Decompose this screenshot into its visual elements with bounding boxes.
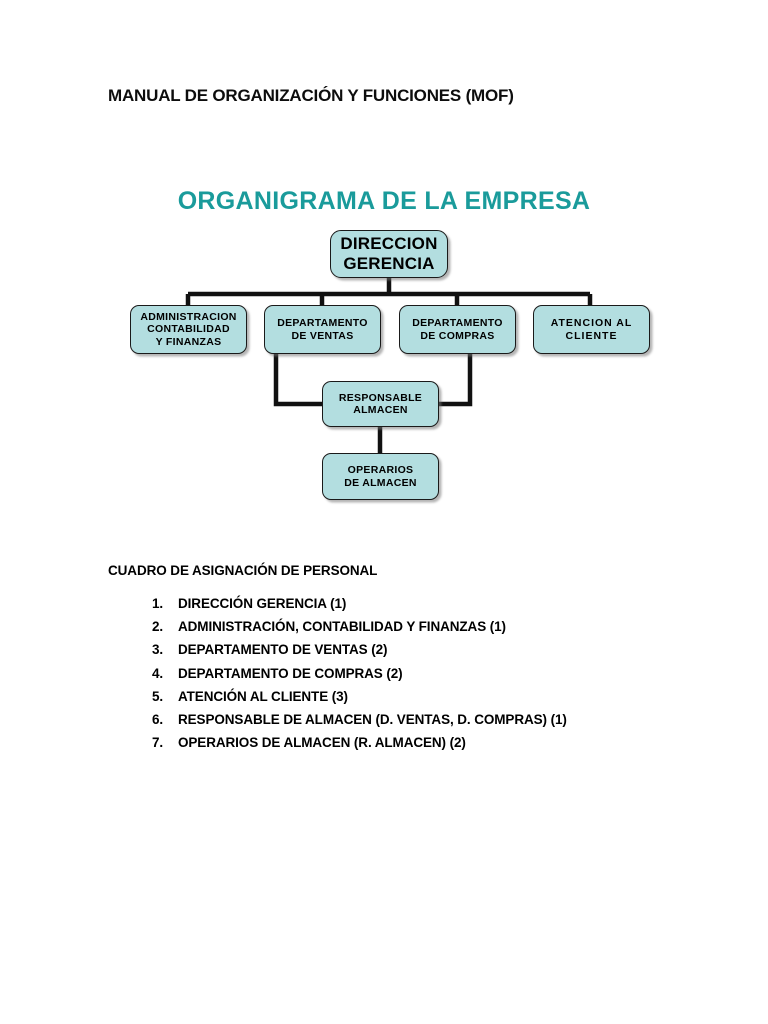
node-responsable-almacen[interactable]: RESPONSABLE ALMACEN: [322, 381, 439, 427]
list-item: 5. ATENCIÓN AL CLIENTE (3): [152, 689, 567, 712]
org-chart: ORGANIGRAMA DE LA EMPRESA DIRECCION GERE…: [130, 187, 650, 500]
node-administracion-contabilidad-finanzas[interactable]: ADMINISTRACION CONTABILIDAD Y FINANZAS: [130, 305, 247, 354]
org-chart-heading: ORGANIGRAMA DE LA EMPRESA: [177, 187, 591, 215]
node-departamento-de-ventas[interactable]: DEPARTAMENTO DE VENTAS: [264, 305, 381, 354]
node-label: ADMINISTRACION CONTABILIDAD Y FINANZAS: [140, 310, 237, 348]
list-item-number: 6.: [152, 711, 164, 727]
node-label: ATENCION AL CLIENTE: [550, 317, 633, 342]
list-item-label: ADMINISTRACIÓN, CONTABILIDAD Y FINANZAS …: [178, 619, 506, 635]
list-item: 3. DEPARTAMENTO DE VENTAS (2): [152, 642, 567, 665]
list-item-number: 5.: [152, 688, 164, 704]
list-item: 2. ADMINISTRACIÓN, CONTABILIDAD Y FINANZ…: [152, 619, 567, 642]
list-item-label: ATENCIÓN AL CLIENTE (3): [178, 688, 348, 704]
connector-ventas-responsable: [273, 354, 324, 407]
node-departamento-de-compras[interactable]: DEPARTAMENTO DE COMPRAS: [399, 305, 516, 354]
list-item: 4. DEPARTAMENTO DE COMPRAS (2): [152, 666, 567, 689]
node-label: RESPONSABLE ALMACEN: [338, 391, 423, 416]
list-item-label: OPERARIOS DE ALMACEN (R. ALMACEN) (2): [178, 735, 466, 751]
personnel-list: 1. DIRECCIÓN GERENCIA (1) 2. ADMINISTRAC…: [152, 596, 567, 758]
list-item-number: 3.: [152, 642, 164, 658]
node-atencion-al-cliente[interactable]: ATENCION AL CLIENTE: [533, 305, 650, 354]
list-item: 7. OPERARIOS DE ALMACEN (R. ALMACEN) (2): [152, 735, 567, 758]
node-operarios-de-almacen[interactable]: OPERARIOS DE ALMACEN: [322, 453, 439, 500]
list-item-number: 2.: [152, 619, 164, 635]
list-item: 6. RESPONSABLE DE ALMACEN (D. VENTAS, D.…: [152, 712, 567, 735]
list-item-number: 1.: [152, 596, 164, 611]
node-label: DEPARTAMENTO DE VENTAS: [277, 317, 368, 342]
node-label: OPERARIOS DE ALMACEN: [344, 464, 417, 489]
org-chart-connectors: [185, 278, 593, 454]
connector-compras-responsable: [437, 354, 473, 407]
list-item-number: 7.: [152, 735, 164, 751]
list-item-number: 4.: [152, 665, 164, 681]
list-item-label: RESPONSABLE DE ALMACEN (D. VENTAS, D. CO…: [178, 711, 567, 727]
list-item-label: DEPARTAMENTO DE VENTAS (2): [178, 642, 388, 658]
page-title: MANUAL DE ORGANIZACIÓN Y FUNCIONES (MOF): [108, 86, 514, 105]
list-item: 1. DIRECCIÓN GERENCIA (1): [152, 596, 567, 619]
node-label: DIRECCION GERENCIA: [340, 233, 438, 273]
list-item-label: DEPARTAMENTO DE COMPRAS (2): [178, 665, 403, 681]
node-label: DEPARTAMENTO DE COMPRAS: [412, 317, 503, 342]
node-direccion-gerencia[interactable]: DIRECCION GERENCIA: [330, 230, 448, 278]
personnel-section-title: CUADRO DE ASIGNACIÓN DE PERSONAL: [108, 563, 378, 578]
list-item-label: DIRECCIÓN GERENCIA (1): [178, 596, 347, 611]
